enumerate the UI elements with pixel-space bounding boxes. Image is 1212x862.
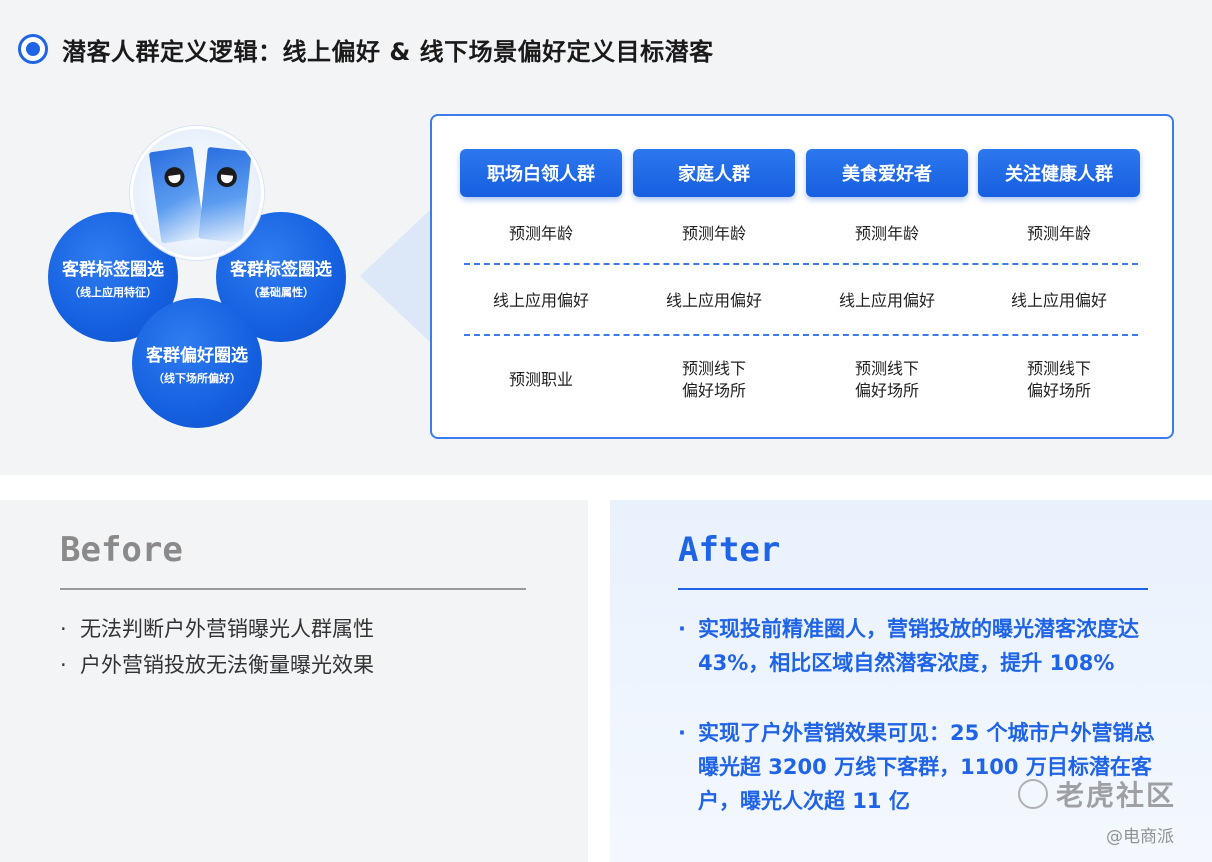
column-header-family: 家庭人群 (633, 149, 795, 197)
cell-online-preference: 线上应用偏好 (492, 291, 589, 310)
cow-face-icon (215, 166, 238, 189)
venn-left-sublabel: （线上应用特征） (69, 285, 157, 299)
milk-carton-image (148, 146, 206, 244)
cow-face-icon (163, 165, 186, 189)
cell-offline-venue: 预测线下偏好场所 (681, 359, 746, 400)
tiger-logo-icon (1018, 779, 1048, 809)
cell-age: 预测年龄 (681, 224, 746, 243)
radio-selected-icon[interactable] (18, 34, 48, 64)
after-item: ·实现投前精准圈人，营销投放的曝光潜客浓度达 43%，相比区域自然潜客浓度，提升… (678, 612, 1158, 680)
column-header-foodies: 美食爱好者 (806, 149, 968, 197)
cell-online-preference: 线上应用偏好 (665, 291, 762, 310)
venn-right-sublabel: （基础属性） (248, 285, 314, 299)
segment-venn-diagram: 客群标签圈选 （线上应用特征） 客群标签圈选 （基础属性） 客群偏好圈选 （线下… (40, 120, 360, 440)
venn-left-label: 客群标签圈选 (62, 259, 164, 280)
cell-offline-venue: 预测线下偏好场所 (1026, 359, 1091, 400)
row-divider (464, 334, 1138, 336)
community-watermark-text: 老虎社区 (1056, 779, 1177, 812)
cell-offline-venue: 预测线下偏好场所 (854, 359, 919, 400)
cell-online-preference: 线上应用偏好 (1010, 291, 1107, 310)
before-item: ·无法判断户外营销曝光人群属性 (60, 617, 374, 641)
column-header-health: 关注健康人群 (978, 149, 1140, 197)
page-title: 潜客人群定义逻辑：线上偏好 & 线下场景偏好定义目标潜客 (62, 37, 714, 66)
community-watermark: 老虎社区 (1018, 774, 1176, 814)
milk-carton-image (198, 146, 252, 244)
after-section: After ·实现投前精准圈人，营销投放的曝光潜客浓度达 43%，相比区域自然潜… (610, 500, 1212, 862)
after-title: After (678, 530, 781, 570)
pointer-arrow-icon (360, 208, 432, 344)
after-item-text: 实现投前精准圈人，营销投放的曝光潜客浓度达 43%，相比区域自然潜客浓度，提升 … (698, 617, 1139, 675)
before-item-text: 户外营销投放无法衡量曝光效果 (80, 653, 374, 677)
before-item: ·户外营销投放无法衡量曝光效果 (60, 653, 374, 677)
after-divider (678, 588, 1148, 590)
segments-panel: 职场白领人群 家庭人群 美食爱好者 关注健康人群 预测年龄 预测年龄 预测年龄 … (430, 114, 1174, 439)
cell-occupation: 预测职业 (508, 370, 573, 389)
before-section: Before ·无法判断户外营销曝光人群属性 ·户外营销投放无法衡量曝光效果 (0, 500, 588, 862)
venn-bottom-label: 客群偏好圈选 (146, 345, 248, 366)
cell-age: 预测年龄 (854, 224, 919, 243)
section-header: 潜客人群定义逻辑：线上偏好 & 线下场景偏好定义目标潜客 (18, 32, 714, 66)
after-item-text: 实现了户外营销效果可见：25 个城市户外营销总曝光超 3200 万线下客群，11… (698, 721, 1155, 813)
column-header-office-workers: 职场白领人群 (460, 149, 622, 197)
after-item: ·实现了户外营销效果可见：25 个城市户外营销总曝光超 3200 万线下客群，1… (678, 716, 1158, 818)
before-title: Before (60, 530, 183, 570)
cell-age: 预测年龄 (1026, 224, 1091, 243)
radio-dot (26, 42, 40, 56)
cell-online-preference: 线上应用偏好 (838, 291, 935, 310)
venn-bottom-sublabel: （线下场所偏好） (153, 371, 241, 385)
venn-circle-offline-preference: 客群偏好圈选 （线下场所偏好） (132, 298, 262, 428)
source-watermark: @电商派 (1106, 827, 1174, 847)
row-divider (464, 263, 1138, 265)
logic-section: 潜客人群定义逻辑：线上偏好 & 线下场景偏好定义目标潜客 客群标签圈选 （线上应… (0, 0, 1212, 475)
venn-right-label: 客群标签圈选 (230, 259, 332, 280)
before-item-text: 无法判断户外营销曝光人群属性 (80, 617, 374, 641)
product-photo-image (130, 126, 264, 260)
cell-age: 预测年龄 (508, 224, 573, 243)
before-divider (60, 588, 526, 590)
